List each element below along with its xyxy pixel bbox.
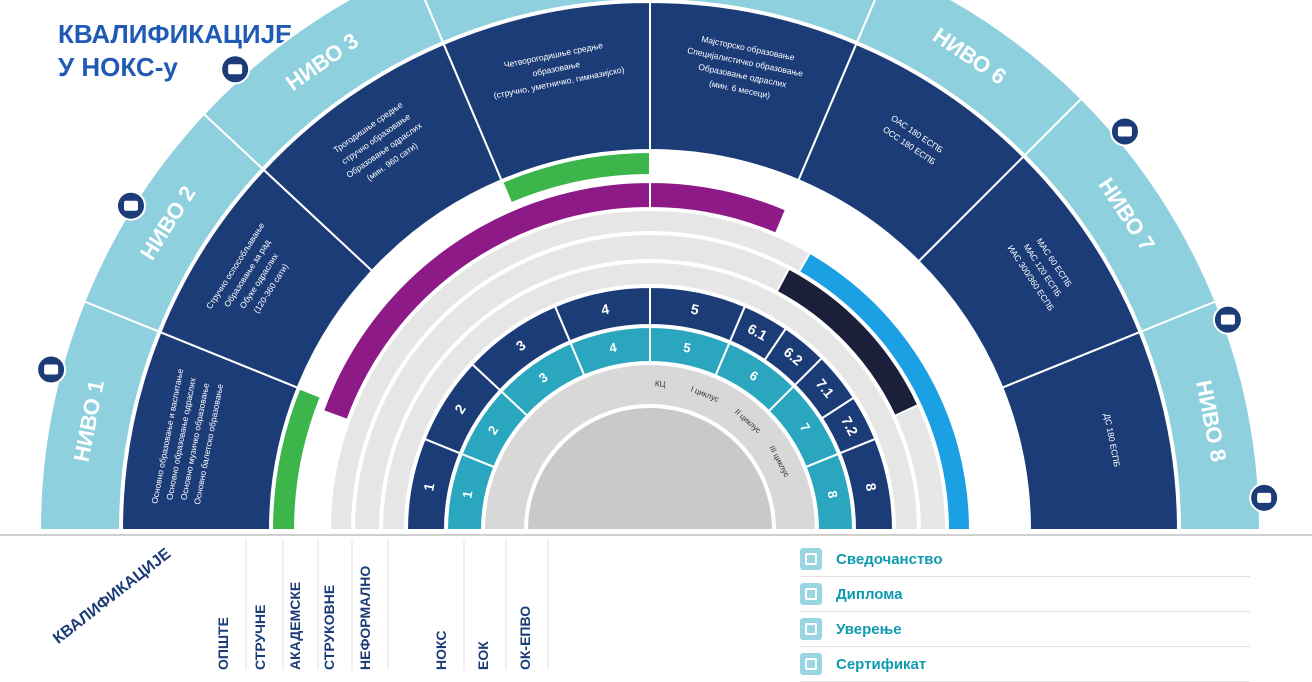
professional-bar: [775, 267, 920, 418]
diploma-icon-glyph: [228, 64, 243, 75]
column-label: НЕФОРМАЛНО: [357, 566, 373, 670]
legend: Сведочанство Диплома Уверење Сертификат: [800, 542, 1250, 682]
column-label: СТРУЧНЕ: [252, 605, 268, 670]
professional-ring: [352, 233, 948, 531]
noks-level-label: 4: [600, 301, 611, 318]
column-label: АКАДЕМСКЕ: [287, 582, 303, 670]
diploma-icon: [800, 583, 822, 605]
diagram-icons: [36, 54, 1280, 513]
noks-level-label: 1: [420, 481, 437, 492]
qualifications-axis-label: КВАЛИФИКАЦИЈЕ: [50, 545, 174, 647]
eok-level-label: 5: [682, 340, 692, 356]
general-bar: [500, 150, 651, 205]
eok-level-label: 1: [459, 490, 475, 500]
column-label: СТРУКОВНЕ: [321, 585, 337, 670]
legend-label: Уверење: [836, 620, 902, 638]
legend-label: Сведочанство: [836, 550, 943, 568]
title-line-1: КВАЛИФИКАЦИЈЕ: [58, 19, 293, 49]
eok-segment: [804, 452, 855, 531]
legend-item: Уверење: [800, 612, 1250, 647]
noks-segment: [838, 437, 895, 531]
column-label: ОК-ЕПВО: [517, 606, 533, 670]
column-label: ЕОК: [475, 641, 491, 670]
attestation-icon: [800, 618, 822, 640]
level-band-segment: [1140, 300, 1262, 531]
eok-level-label: 8: [825, 490, 841, 500]
legend-item: Сведочанство: [800, 542, 1250, 577]
title-line-2: У НОКС-у: [58, 52, 178, 82]
diploma-icon-glyph: [1220, 314, 1235, 325]
eok-level-label: 4: [608, 339, 619, 355]
vocational-bar: [649, 180, 788, 235]
certificate-icon-glyph: [44, 364, 59, 375]
level-band-segment: [423, 0, 651, 44]
ok-epvo-label: КЦ: [655, 379, 666, 389]
certificate-icon: [800, 548, 822, 570]
legend-label: Диплома: [836, 585, 903, 603]
legend-item: Диплома: [800, 577, 1250, 612]
certificate-icon-glyph: [123, 200, 138, 211]
level-description-segment: [1001, 330, 1180, 531]
diploma-icon-glyph: [1117, 126, 1132, 137]
diagram-hub: [525, 406, 775, 531]
column-label: ОПШТЕ: [215, 617, 231, 670]
certificate-card-icon: [800, 653, 822, 675]
diagram-rings: [38, 0, 1262, 531]
column-label: НОКС: [433, 631, 449, 670]
noks-level-label: 8: [863, 482, 880, 493]
legend-label: Сертификат: [836, 655, 927, 673]
page-title: КВАЛИФИКАЦИЈЕ У НОКС-у: [58, 18, 292, 84]
ok-epvo-ring: [482, 363, 818, 531]
diploma-icon-glyph: [1257, 492, 1272, 503]
noks-level-label: 5: [690, 301, 701, 318]
nonformal-ring: [380, 261, 920, 531]
general-bar: [270, 387, 323, 531]
academic-bar: [797, 251, 972, 531]
